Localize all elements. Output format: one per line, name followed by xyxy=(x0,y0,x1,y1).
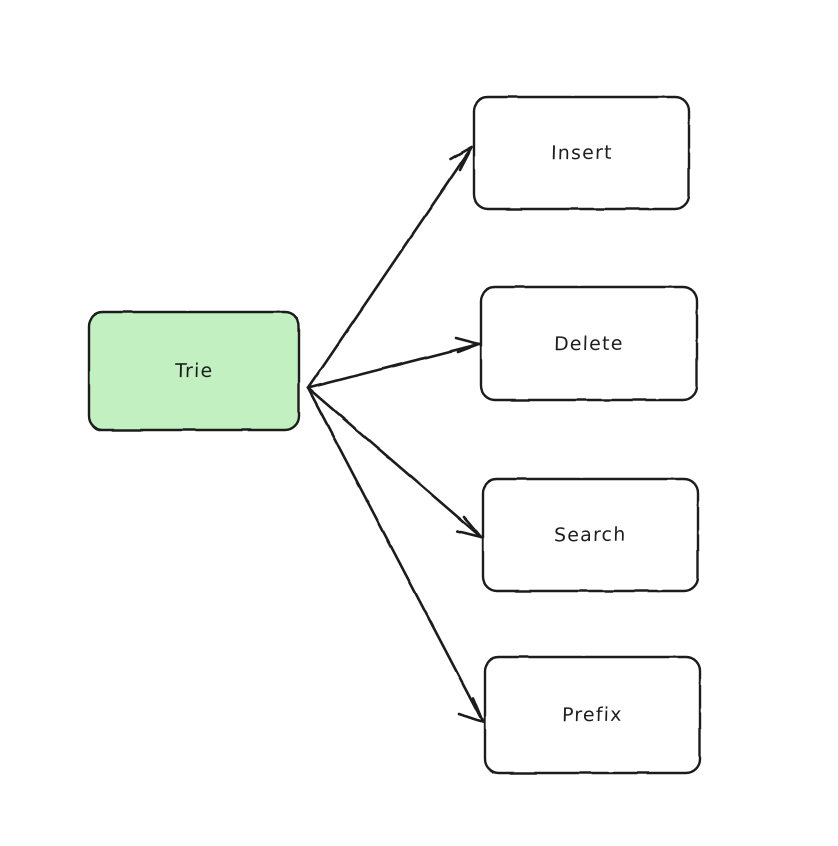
node-prefix-label: Prefix xyxy=(561,703,624,727)
edge-trie-insert xyxy=(306,145,474,390)
edge-trie-prefix xyxy=(306,386,485,724)
node-delete[interactable]: Delete xyxy=(479,285,699,402)
node-trie-shape xyxy=(87,310,301,432)
edge-trie-delete xyxy=(306,336,481,390)
node-prefix[interactable]: Prefix xyxy=(483,655,702,775)
node-trie[interactable]: Trie xyxy=(87,310,301,432)
node-prefix-shape xyxy=(483,655,702,775)
edge-trie-search xyxy=(306,386,483,539)
node-delete-shape xyxy=(479,285,699,402)
node-search-shape xyxy=(481,477,700,593)
node-trie-label: Trie xyxy=(174,359,214,383)
node-delete-label: Delete xyxy=(553,332,625,355)
node-search-label: Search xyxy=(553,523,628,547)
node-insert-label: Insert xyxy=(550,141,613,165)
node-insert[interactable]: Insert xyxy=(472,95,691,211)
node-search[interactable]: Search xyxy=(481,477,700,593)
node-insert-shape xyxy=(472,95,691,211)
